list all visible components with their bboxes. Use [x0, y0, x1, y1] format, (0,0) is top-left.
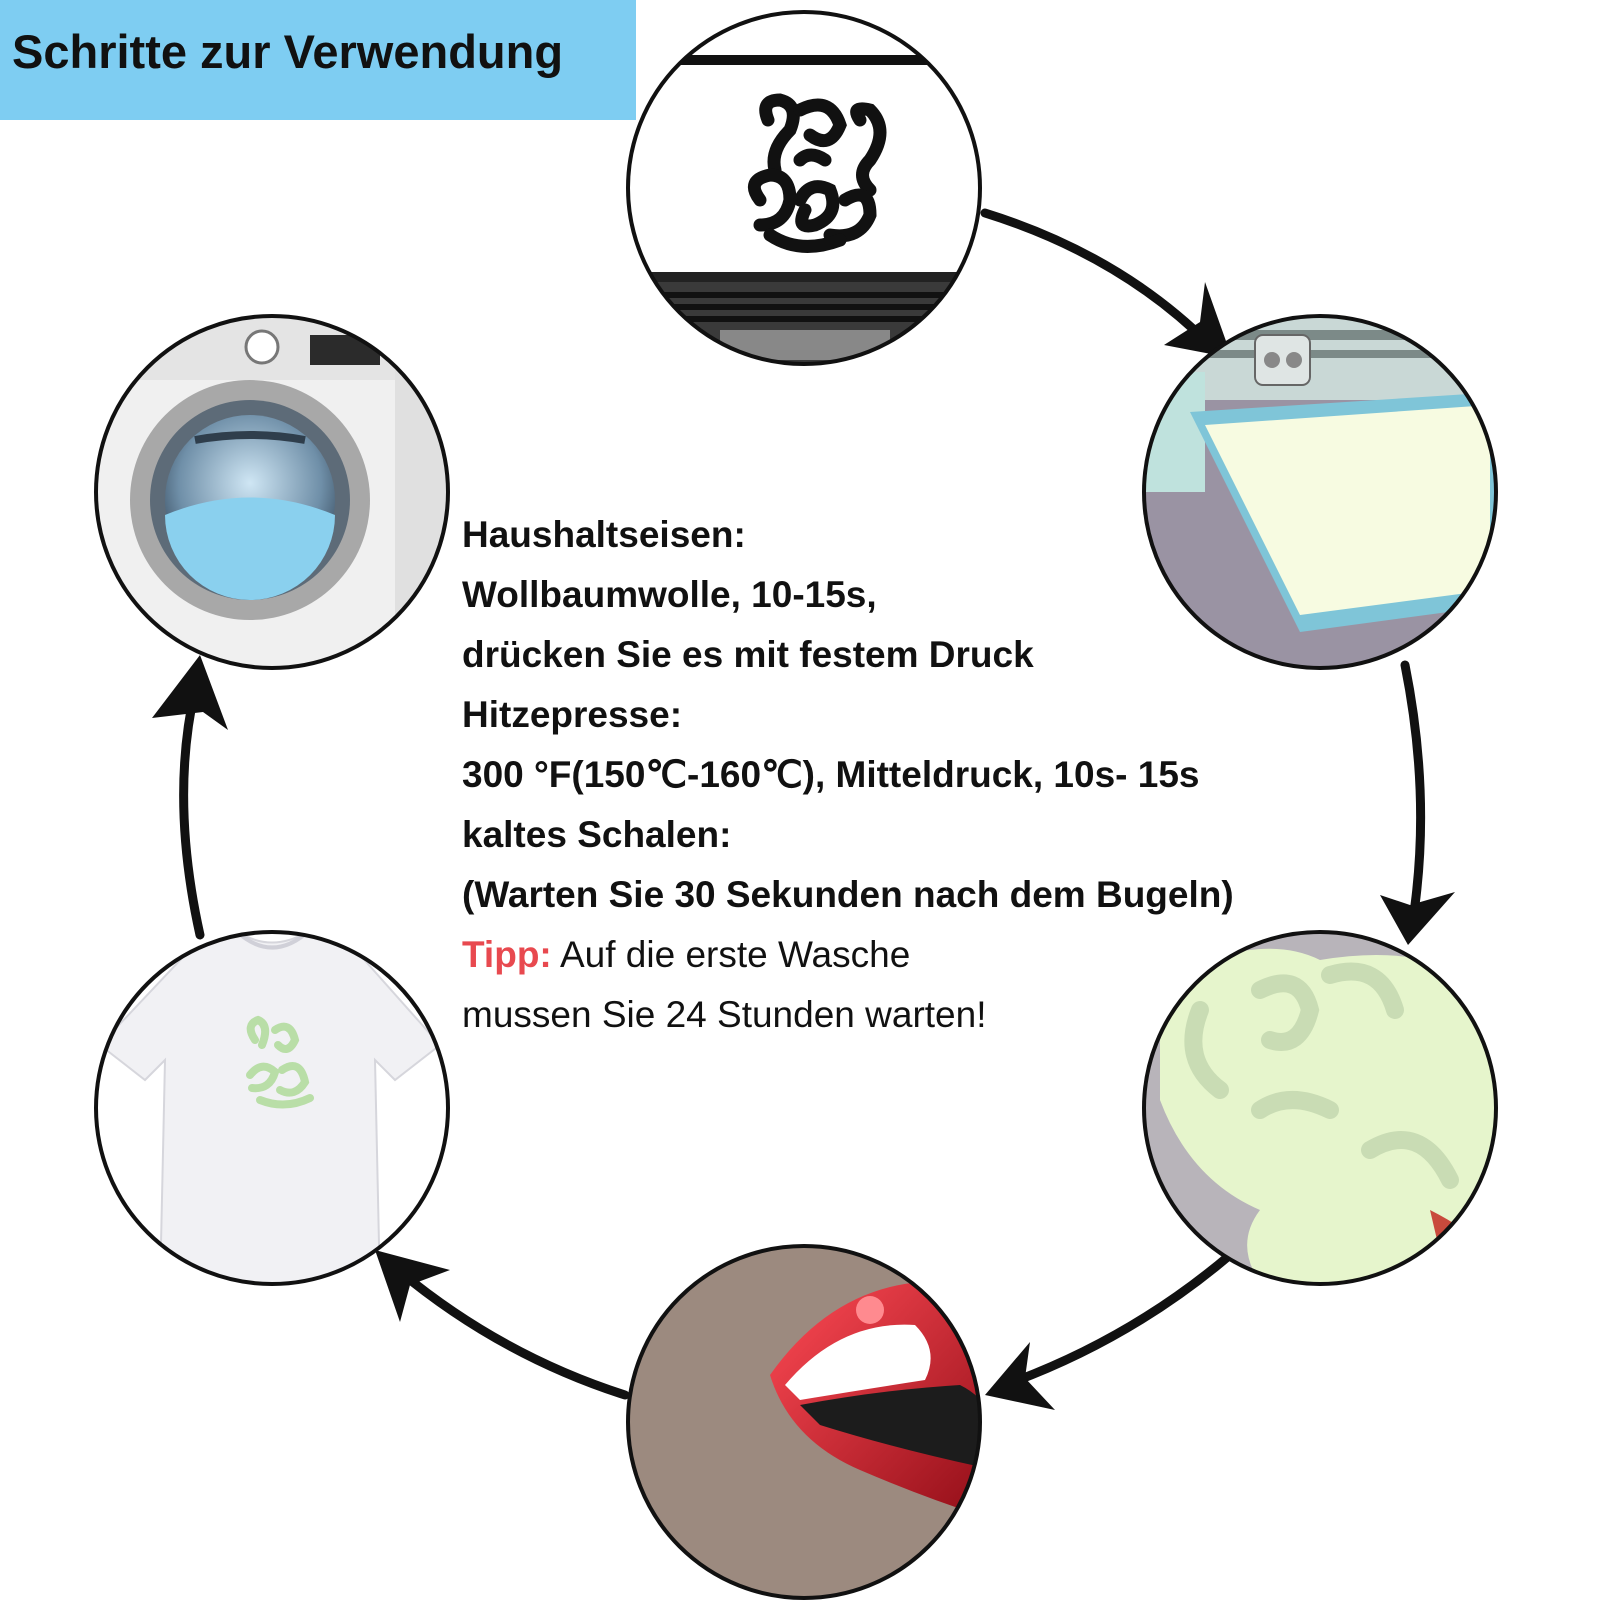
tip-label: Tipp:: [462, 934, 552, 975]
arrow-step5-to-step6: [179, 685, 205, 940]
arrowhead-2: [1380, 892, 1455, 945]
cats-and-dogs-logo-icon: [747, 93, 887, 253]
household-iron-setting: Wollbaumwolle, 10-15s,: [462, 574, 877, 615]
weeded-letters-icon: [1184, 962, 1459, 1189]
cutter-head-icon: [1254, 334, 1311, 386]
step-6-washing-machine: [94, 314, 450, 670]
tip-line-1: Tipp: Auf die erste Wasche: [462, 925, 1362, 985]
washer-display-icon: [310, 335, 380, 365]
tip-text-2: mussen Sie 24 Stunden warten!: [462, 994, 987, 1035]
arrowhead-1: [1164, 282, 1232, 358]
heat-press-heading: Hitzepresse:: [462, 694, 683, 735]
arrow-step2-to-step3: [1400, 660, 1426, 910]
cold-peel-note: (Warten Sie 30 Sekunden nach dem Bugeln): [462, 874, 1234, 915]
vinyl-sheet-icon: [1160, 948, 1496, 1284]
arrowhead-5: [152, 655, 228, 730]
step-1-laptop-design: [626, 10, 982, 366]
heat-press-setting: 300 °F(150℃-160℃), Mitteldruck, 10s- 15s: [462, 754, 1200, 795]
laptop-keyboard-icon: [652, 292, 957, 322]
printed-design-icon: [246, 1015, 314, 1109]
page-title: Schritte zur Verwendung: [12, 25, 564, 78]
tip-text-1: Auf die erste Wasche: [551, 934, 911, 975]
instructions-block: Haushaltseisen: Wollbaumwolle, 10-15s, d…: [462, 505, 1362, 1045]
cycle-arrows: [179, 208, 1426, 1400]
step-5-tshirt: [94, 930, 450, 1286]
arrowhead-4: [375, 1250, 450, 1322]
household-iron-pressure: drücken Sie es mit festem Druck: [462, 634, 1034, 675]
arrow-step3-to-step4: [1000, 1250, 1235, 1390]
title-banner: Schritte zur Verwendung: [0, 0, 636, 120]
arrow-heads: [152, 282, 1455, 1410]
cold-peel-heading: kaltes Schalen:: [462, 814, 732, 855]
step-2-cutting-machine: [1142, 314, 1498, 670]
step-4-iron: [626, 1244, 982, 1600]
arrow-step1-to-step2: [980, 208, 1215, 350]
household-iron-heading: Haushaltseisen:: [462, 514, 746, 555]
arrow-step4-to-step5: [393, 1265, 630, 1400]
arrowhead-3: [985, 1342, 1055, 1410]
washer-dial-icon: [244, 329, 280, 365]
